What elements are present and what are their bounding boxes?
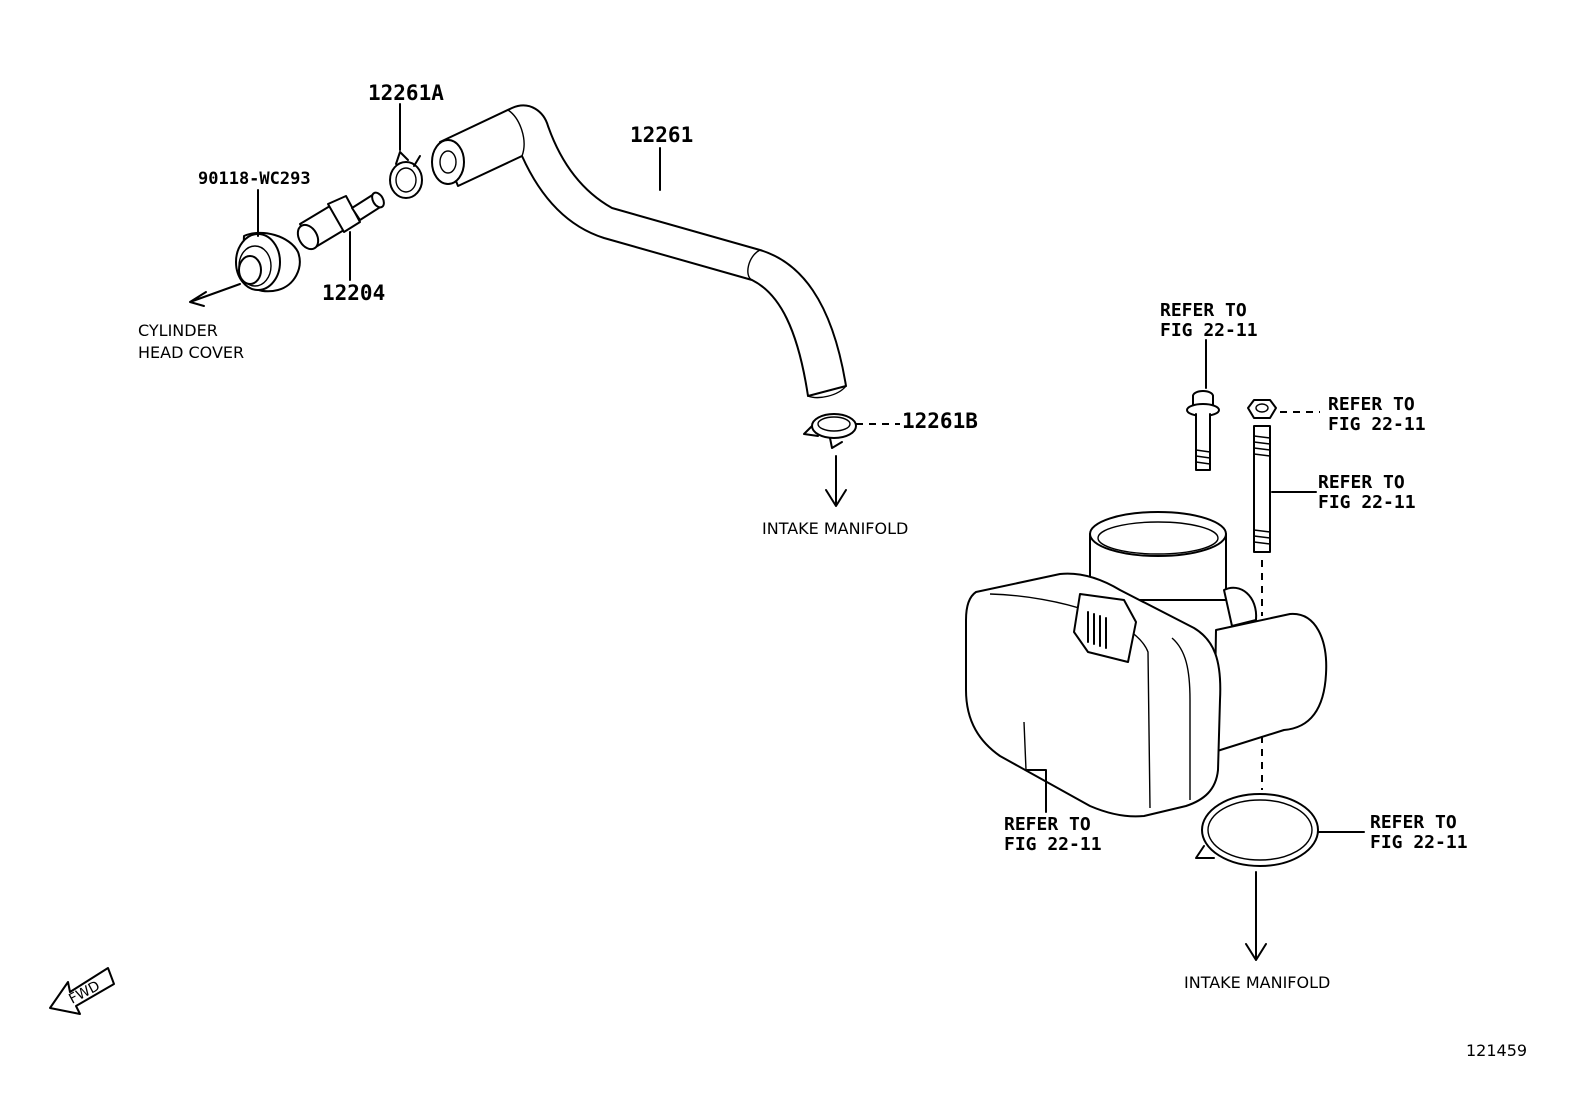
bolt: [1186, 390, 1220, 471]
leader-ref-body: [1025, 769, 1047, 813]
ref-nut-line2: FIG 22-11: [1328, 414, 1426, 435]
ref-gasket-line1: REFER TO: [1370, 812, 1457, 833]
ref-body-line2: FIG 22-11: [1004, 834, 1102, 855]
gasket: [1195, 793, 1319, 867]
dest-intake-bottom: INTAKE MANIFOLD: [1184, 973, 1330, 992]
dest-cylinder-line2: HEAD COVER: [138, 343, 244, 362]
clip-12261B: [803, 413, 857, 449]
figure-number: 121459: [1466, 1041, 1527, 1060]
ref-nut-line1: REFER TO: [1328, 394, 1415, 415]
arrow-cylinder: [189, 283, 241, 307]
dest-cylinder-line1: CYLINDER: [138, 321, 218, 340]
arrow-intake-bottom: [1245, 871, 1267, 961]
ref-body-line1: REFER TO: [1004, 814, 1091, 835]
label-12261A: 12261A: [368, 81, 444, 105]
label-12261B: 12261B: [902, 409, 978, 433]
grommet: [235, 231, 301, 293]
fwd-arrow-icon: FWD: [49, 967, 115, 1015]
label-12204: 12204: [322, 281, 385, 305]
label-12261: 12261: [630, 123, 693, 147]
stud: [1253, 425, 1271, 553]
ref-stud-line2: FIG 22-11: [1318, 492, 1416, 513]
throttle-body: [965, 511, 1328, 818]
ref-gasket-line2: FIG 22-11: [1370, 832, 1468, 853]
dest-intake-top: INTAKE MANIFOLD: [762, 519, 908, 538]
clip-12261A: [389, 151, 423, 199]
ref-stud-line1: REFER TO: [1318, 472, 1405, 493]
pcv-valve: [296, 191, 385, 251]
nut: [1247, 399, 1277, 419]
arrow-intake-top: [825, 455, 847, 507]
hose-12261: [431, 104, 847, 399]
ref-bolt-line2: FIG 22-11: [1160, 320, 1258, 341]
label-90118: 90118-WC293: [198, 169, 311, 189]
ref-bolt-line1: REFER TO: [1160, 300, 1247, 321]
